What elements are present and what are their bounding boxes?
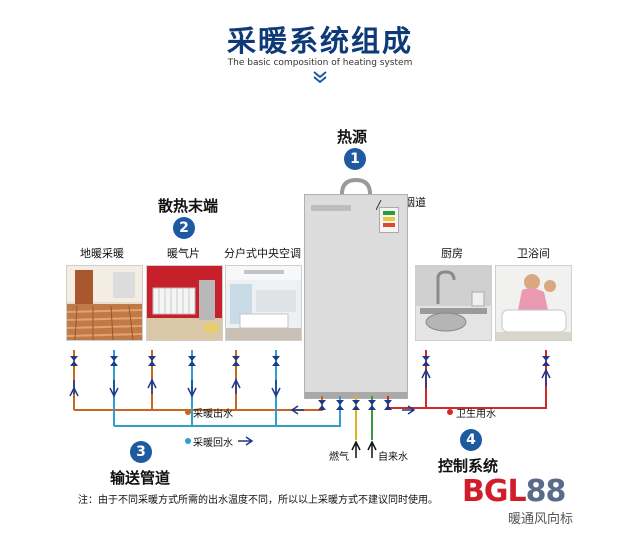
floor-heating-label: 地暖采暖 [80, 247, 124, 260]
kitchen-label: 厨房 [441, 247, 463, 260]
terminals-label: 散热末端 [158, 197, 219, 215]
tap-water-label: 自来水 [378, 452, 408, 463]
bathroom-photo [495, 265, 572, 341]
bathroom-label: 卫浴间 [517, 247, 550, 260]
page-subtitle: The basic composition of heating system [227, 58, 413, 68]
brand-logo: BGL88 [462, 474, 566, 509]
page-title: 采暖系统组成 [226, 24, 413, 58]
watermark-text: 暖通风向标 [508, 512, 574, 527]
control-label: 控制系统 [438, 457, 499, 475]
radiator-label: 暖气片 [167, 247, 200, 260]
footnote: 注：由于不同采暖方式所需的出水温度不同，所以以上采暖方式不建议同时使用。 [78, 495, 438, 506]
heat-source-label: 热源 [337, 128, 368, 146]
boiler-brand-strip [311, 205, 351, 211]
flue-pipe-icon [340, 177, 372, 195]
heat-source-number: 1 [344, 148, 366, 170]
kitchen-photo [415, 265, 492, 341]
domestic-water-label: 卫生用水 [456, 409, 496, 420]
radiator-photo [146, 265, 223, 341]
gas-label: 燃气 [329, 452, 349, 463]
central-ac-label: 分户式中央空调 [224, 247, 301, 260]
chevron-down-icon [313, 71, 327, 84]
control-number: 4 [460, 429, 482, 451]
pipes-label: 输送管道 [110, 469, 171, 487]
return-label: 采暖回水 [193, 438, 233, 449]
pipes-number: 3 [130, 441, 152, 463]
flue-leader-line [376, 200, 382, 211]
terminals-number: 2 [173, 217, 195, 239]
central-ac-photo [225, 265, 302, 341]
floor-heating-photo [66, 265, 143, 341]
energy-label-icon [379, 207, 399, 233]
wall-boiler [304, 194, 408, 399]
supply-label: 采暖出水 [193, 409, 233, 420]
